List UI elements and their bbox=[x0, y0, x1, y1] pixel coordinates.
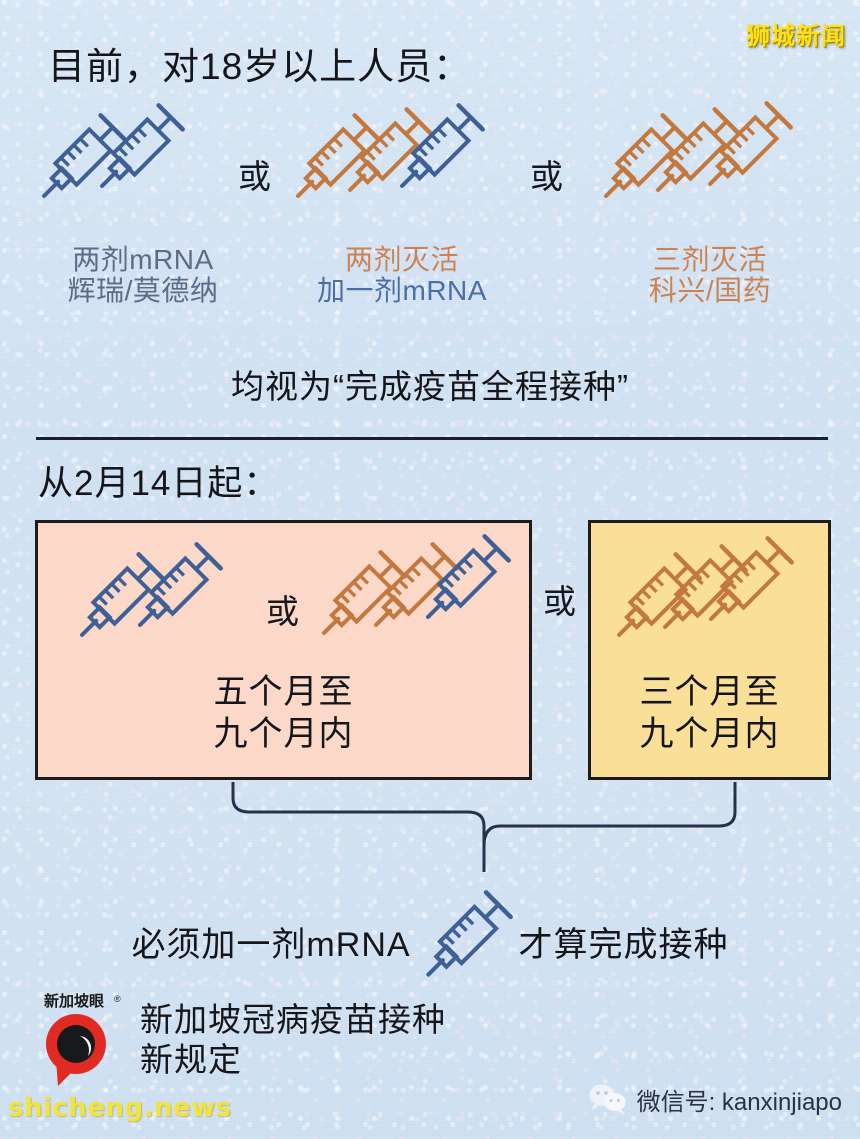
brand-title-line1: 新加坡冠病疫苗接种 bbox=[140, 1001, 446, 1038]
rule-box-pink-caption: 五个月至 九个月内 bbox=[38, 671, 529, 755]
effective-date-label: 从2月14日起： bbox=[38, 464, 280, 503]
separator-or-2: 或 bbox=[530, 158, 563, 195]
caption-line1: 三个月至 bbox=[639, 673, 780, 711]
brand-title: 新加坡冠病疫苗接种 新规定 bbox=[140, 1000, 446, 1081]
caption-line2: 九个月内 bbox=[213, 715, 354, 754]
separator-or-inside-pink: 或 bbox=[266, 593, 299, 630]
separator-or-between-boxes: 或 bbox=[543, 583, 576, 620]
syringe-group-blue-2 bbox=[28, 100, 258, 230]
svg-text:®: ® bbox=[114, 994, 121, 1004]
syringe-group-orange-3-yellow bbox=[603, 535, 818, 661]
syringe-group-orange-3 bbox=[590, 100, 830, 230]
watermark-top-right: 狮城新闻 bbox=[746, 23, 846, 50]
footer-statement: 必须加一剂mRNA 才算完成接种 bbox=[0, 893, 860, 989]
syringe-group-orange2-blue1-pink bbox=[308, 533, 558, 659]
rule-box-pink: 或 五个月至 九个月内 bbox=[35, 520, 532, 780]
rule-box-yellow: 三个月至 九个月内 bbox=[588, 520, 831, 780]
rule-box-yellow-caption: 三个月至 九个月内 bbox=[591, 671, 828, 755]
separator-or-1: 或 bbox=[238, 158, 271, 195]
wechat-icon bbox=[589, 1084, 626, 1115]
syringe-group-orange2-blue1 bbox=[282, 100, 522, 230]
option-caption-line2: 加一剂mRNA bbox=[317, 275, 487, 307]
watermark-bottom-left: shicheng.news bbox=[8, 1093, 232, 1123]
conclusion-top-text: 均视为“完成疫苗全程接种” bbox=[231, 368, 629, 405]
svg-text:新加坡眼: 新加坡眼 bbox=[44, 992, 104, 1010]
brand-logo-icon: 新加坡眼 ® bbox=[44, 992, 121, 1086]
option-caption-line2: 科兴/国药 bbox=[648, 275, 772, 307]
syringe-blue-icon bbox=[417, 893, 513, 989]
option-caption-line1: 两剂灭活 bbox=[344, 244, 459, 275]
connector-brace bbox=[231, 782, 737, 872]
option-caption-line1: 两剂mRNA bbox=[72, 244, 214, 275]
wechat-footer: 微信号: kanxinjiapo bbox=[589, 1082, 842, 1117]
footer-right-text: 才算完成接种 bbox=[518, 925, 729, 964]
option-caption-line2: 辉瑞/莫德纳 bbox=[67, 275, 219, 307]
footer-left-text: 必须加一剂mRNA bbox=[131, 925, 411, 964]
syringe-group-blue-2-pink bbox=[66, 537, 246, 663]
wechat-label: 微信号: kanxinjiapo bbox=[636, 1089, 842, 1116]
section-divider bbox=[36, 437, 828, 440]
caption-line1: 五个月至 bbox=[213, 673, 354, 711]
option-two-inactivated-plus-mrna: 两剂灭活 加一剂mRNA bbox=[282, 100, 522, 307]
option-three-inactivated: 三剂灭活 科兴/国药 bbox=[590, 100, 830, 307]
option-caption-line1: 三剂灭活 bbox=[652, 244, 767, 275]
caption-line2: 九个月内 bbox=[639, 715, 780, 754]
page-title: 目前，对18岁以上人员： bbox=[48, 46, 472, 87]
option-two-dose-mrna: 两剂mRNA 辉瑞/莫德纳 bbox=[28, 100, 258, 307]
brand-title-line2: 新规定 bbox=[140, 1041, 242, 1079]
